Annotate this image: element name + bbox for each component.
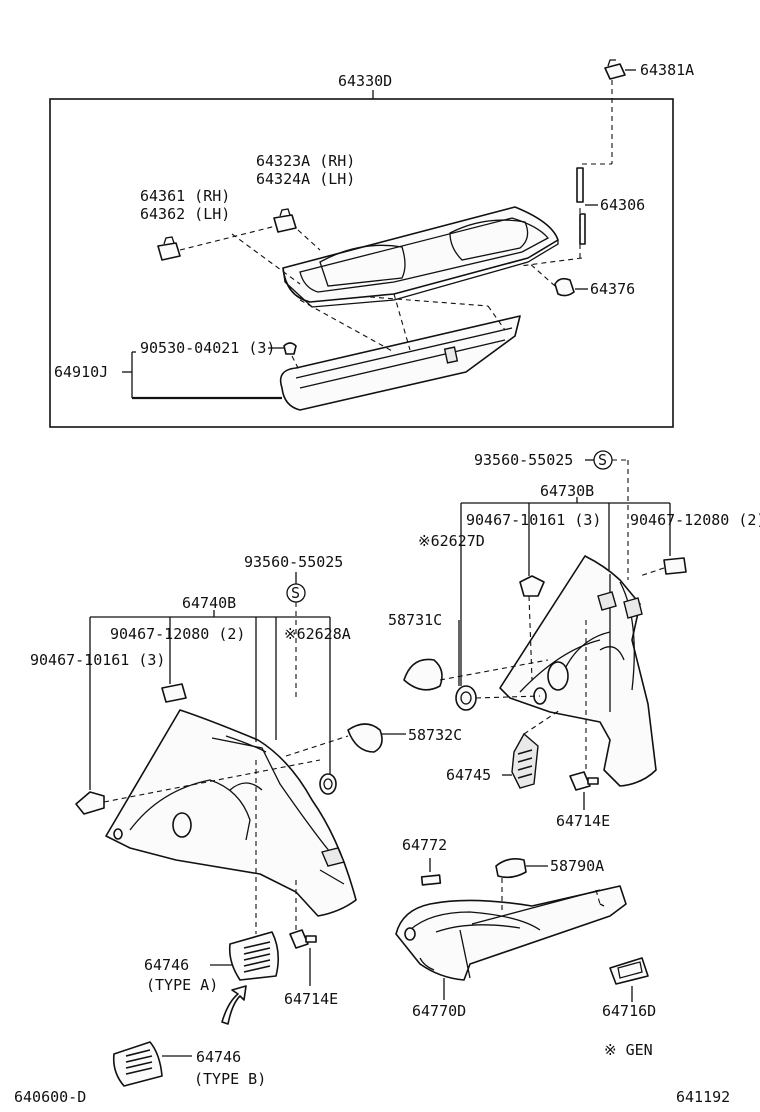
label-code-left: 640600-D	[14, 1088, 86, 1106]
clip-64772	[420, 874, 442, 886]
clip-64376	[554, 277, 575, 297]
label-type-b: (TYPE B)	[194, 1070, 266, 1088]
label-58731C: 58731C	[388, 611, 442, 629]
package-tray-assembly-box	[49, 98, 674, 428]
label-64746-type-a: 64746	[144, 956, 189, 974]
label-64746-type-b: 64746	[196, 1048, 241, 1066]
bolt-64714E-r	[569, 771, 599, 791]
label-64324A: 64324A (LH)	[256, 170, 355, 188]
label-64323A: 64323A (RH)	[256, 152, 355, 170]
label-58790A: 58790A	[550, 857, 604, 875]
clip-90467-12080-r	[663, 557, 687, 575]
label-code-right: 641192	[676, 1088, 730, 1106]
label-s-left: S	[291, 584, 300, 602]
label-64745: 64745	[446, 766, 491, 784]
label-64714E-right: 64714E	[556, 812, 610, 830]
lh-quarter-trim	[105, 709, 357, 917]
bolt-64714E-l	[289, 929, 317, 949]
label-gen: ※ GEN	[604, 1041, 653, 1059]
trunk-side-trim-64770D	[395, 885, 627, 981]
package-tray-trim	[282, 206, 559, 308]
label-90467-12080-right: 90467-12080 (2)	[630, 511, 760, 529]
clip-64361	[157, 236, 181, 261]
clip-64323A	[273, 208, 297, 233]
label-s-right: S	[598, 451, 607, 469]
label-64770D: 64770D	[412, 1002, 466, 1020]
label-62627D: ※62627D	[418, 532, 485, 550]
hook-64306	[576, 167, 586, 245]
label-64772: 64772	[402, 836, 447, 854]
label-64910J: 64910J	[54, 363, 108, 381]
label-93560-right: 93560-55025	[474, 451, 573, 469]
bracket-62627D	[519, 575, 545, 597]
label-64362: 64362 (LH)	[140, 205, 230, 223]
seal-62627D	[455, 685, 477, 711]
clip-58790A	[495, 858, 527, 879]
label-90467-10161-left: 90467-10161 (3)	[30, 651, 165, 669]
label-64306: 64306	[600, 196, 645, 214]
vent-grille-64746-type-b	[112, 1041, 163, 1087]
vent-grille-64745	[511, 732, 539, 789]
vent-grille-64746-type-a	[228, 931, 280, 981]
grommet-58731C	[403, 658, 443, 691]
label-58732C: 58732C	[408, 726, 462, 744]
label-64730B: 64730B	[540, 482, 594, 500]
label-90467-10161-right: 90467-10161 (3)	[466, 511, 601, 529]
grommet-58732C	[347, 723, 383, 753]
clip-64381A	[604, 59, 626, 80]
label-64330D: 64330D	[338, 72, 392, 90]
label-64740B: 64740B	[182, 594, 236, 612]
label-64381A: 64381A	[640, 61, 694, 79]
arrow-icon	[221, 985, 247, 1025]
label-64361: 64361 (RH)	[140, 187, 230, 205]
label-62628A: ※62628A	[284, 625, 351, 643]
clip-90530	[283, 342, 297, 355]
seal-62628A	[319, 773, 337, 795]
label-64716D: 64716D	[602, 1002, 656, 1020]
label-90530: 90530-04021 (3)	[140, 339, 275, 357]
label-90467-12080-left: 90467-12080 (2)	[110, 625, 245, 643]
pocket-64716D	[609, 957, 649, 985]
clip-90467-10161-l	[75, 791, 105, 815]
label-64376: 64376	[590, 280, 635, 298]
label-93560-left: 93560-55025	[244, 553, 343, 571]
clip-90467-12080-l	[161, 683, 187, 703]
label-64714E-left: 64714E	[284, 990, 338, 1008]
label-type-a: (TYPE A)	[146, 976, 218, 994]
seat-back-board	[279, 315, 521, 411]
rh-quarter-trim	[499, 555, 657, 787]
